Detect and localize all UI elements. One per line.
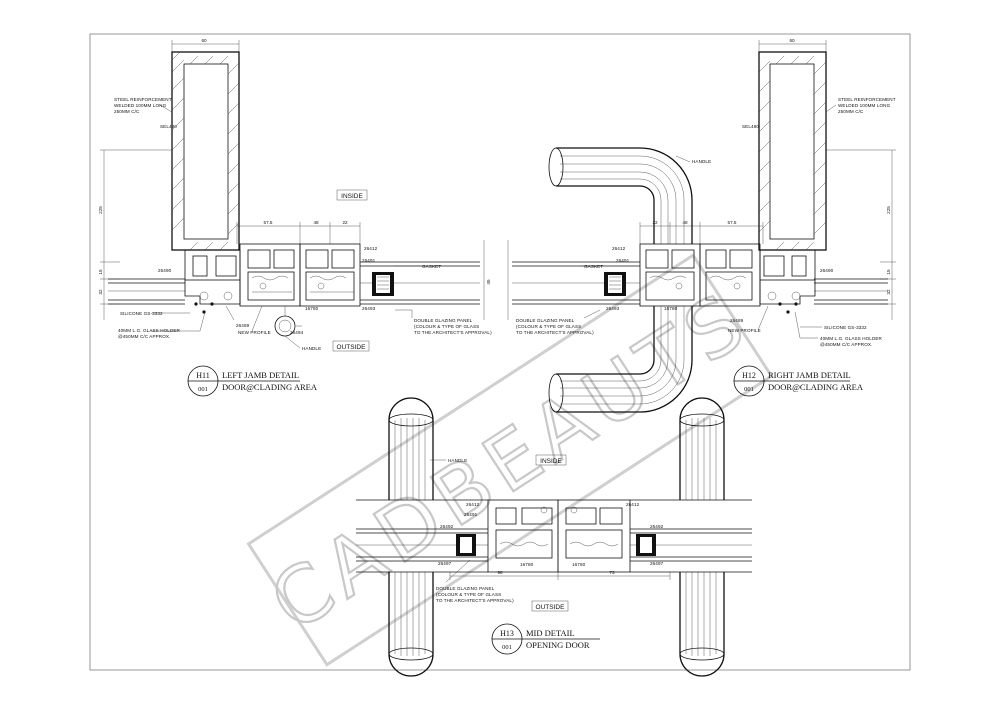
tag-outside-left: OUTSIDE <box>337 344 367 351</box>
tag-inside-left: INSIDE <box>341 193 363 200</box>
note-new-profile-left: NEW PROFILE <box>238 330 271 335</box>
note-dgp-right-1: DOUBLE GLAZING PANEL <box>516 318 575 323</box>
note-steel-right-3: 250MM C/C <box>838 109 864 114</box>
dim-top-left: 60 <box>201 38 207 43</box>
tag-outside-mid: OUTSIDE <box>536 604 566 611</box>
dim-73-mid: 73 <box>609 570 615 575</box>
dim-575-left: 57.5 <box>264 220 273 225</box>
bubble-h13-id: H13 <box>500 629 514 638</box>
dim-22-left: 22 <box>342 220 348 225</box>
bubble-h11-sheet: 001 <box>198 386 208 393</box>
code-mid-1: 26412 <box>466 502 480 507</box>
code-mid-3: 26492 <box>440 524 454 529</box>
code-right-6: 26493 <box>606 306 620 311</box>
note-handle-left: HANDLE <box>302 346 321 351</box>
note-steel-left-2: WELDED 100MM LONG <box>114 103 167 108</box>
code-right-3: 16780 <box>664 306 678 311</box>
note-handle-mid: HANDLE <box>448 458 467 463</box>
code-left-2: 26490 <box>158 268 172 273</box>
note-holder-left-2: @450MM C/C APPROX. <box>118 334 170 339</box>
dim-225-right: 225 <box>886 206 891 214</box>
code-left-7: 26491 <box>362 258 376 263</box>
dim-22-right: 22 <box>652 220 658 225</box>
code-mid-6: 16780 <box>572 562 586 567</box>
title-h12-line2: DOOR@CLADING AREA <box>768 382 864 392</box>
note-dgp-mid-1: DOUBLE GLAZING PANEL <box>436 586 495 591</box>
dim-32-left: 32 <box>98 289 103 295</box>
note-holder-right-1: 40MM L.G. GLASS HOLDER <box>820 336 883 341</box>
title-h13-line1: MID DETAIL <box>526 628 575 638</box>
title-h13-line2: OPENING DOOR <box>526 640 590 650</box>
title-h12-line1: RIGHT JAMB DETAIL <box>768 370 851 380</box>
dim-32-right: 32 <box>886 289 891 295</box>
note-dgp-right-3: TO THE ARCHITECT'S APPROVAL) <box>516 330 594 335</box>
bubble-h12-id: H12 <box>742 371 756 380</box>
bubble-h11-id: H11 <box>196 371 209 380</box>
title-h11-line1: LEFT JAMB DETAIL <box>222 370 299 380</box>
note-new-profile-right: NEW PROFILE <box>728 328 761 333</box>
dim-15-left: 15 <box>98 269 103 275</box>
dim-225-left: 225 <box>98 206 103 214</box>
dim-45-left: 45 <box>486 279 491 285</box>
handle-right <box>548 147 693 413</box>
note-steel-left-1: STEEL REINFORCEMENT <box>114 97 172 102</box>
note-dgp-left-1: DOUBLE GLAZING PANEL <box>414 318 473 323</box>
note-dgp-mid-2: (COLOUR & TYPE OF GLASS <box>436 592 501 597</box>
dim-98-mid: 98 <box>497 570 503 575</box>
dim-575-right: 57.5 <box>728 220 737 225</box>
mid-detail: 98 73 HANDLE DOUBLE GLAZING PANEL (COLOU… <box>356 397 752 677</box>
watermark-text: CADBEAUTS <box>256 274 767 649</box>
code-left-1: SEL480 <box>160 124 177 129</box>
code-mid-2: 26491 <box>464 512 478 517</box>
code-left-3: 16780 <box>305 306 319 311</box>
note-silicone-right: SILICONE GS-3332 <box>824 325 867 330</box>
code-mid-5: 16780 <box>520 562 534 567</box>
code-mid-4: 26497 <box>438 561 452 566</box>
left-jamb-detail: 60 225 15 32 <box>98 38 492 397</box>
tag-inside-mid: INSIDE <box>540 458 562 465</box>
note-dgp-left-3: TO THE ARCHITECT'S APPROVAL) <box>414 330 492 335</box>
code-right-7: 26489 <box>730 318 744 323</box>
note-steel-right-2: WELDED 100MM LONG <box>838 103 891 108</box>
code-right-5: 26491 <box>616 258 630 263</box>
note-holder-right-2: @450MM C/C APPROX. <box>820 342 872 347</box>
right-jamb-detail: 60 225 15 32 <box>507 38 896 413</box>
note-steel-left-3: 250MM C/C <box>114 109 140 114</box>
dim-48-left: 48 <box>313 220 319 225</box>
code-left-6: 26412 <box>364 246 378 251</box>
watermark: CADBEAUTS <box>246 253 774 667</box>
title-h11-line2: DOOR@CLADING AREA <box>222 382 318 392</box>
note-dgp-mid-3: TO THE ARCHITECT'S APPROVAL) <box>436 598 514 603</box>
dim-top-right: 60 <box>789 38 795 43</box>
bubble-h13-sheet: 001 <box>502 644 512 651</box>
code-mid-7: 26412 <box>626 502 640 507</box>
code-right-4: 26412 <box>612 246 626 251</box>
code-left-8: 26493 <box>362 306 376 311</box>
note-holder-left-1: 40MM L.G. GLASS HOLDER <box>118 328 181 333</box>
code-right-1: SEL480 <box>742 124 759 129</box>
sheet-border <box>89 33 911 671</box>
code-mid-8: 26492 <box>650 524 664 529</box>
handle-mid-left <box>388 397 434 677</box>
code-mid-9: 26497 <box>650 561 664 566</box>
code-left-4: 26489 <box>236 323 250 328</box>
bubble-h12-sheet: 001 <box>744 386 754 393</box>
code-right-2: 26490 <box>820 268 834 273</box>
note-silicone-left: SILICONE GS-3332 <box>120 311 163 316</box>
note-gasket-right: GASKET <box>584 264 603 269</box>
note-dgp-left-2: (COLOUR & TYPE OF GLASS <box>414 324 479 329</box>
handle-mid-right <box>679 397 725 677</box>
dim-15-right: 15 <box>886 269 891 275</box>
note-steel-right-1: STEEL REINFORCEMENT <box>838 97 896 102</box>
note-dgp-right-2: (COLOUR & TYPE OF GLASS <box>516 324 581 329</box>
code-left-5: 26494 <box>290 330 304 335</box>
dim-48-right: 48 <box>682 220 688 225</box>
note-gasket-left: GASKET <box>422 264 441 269</box>
note-handle-right: HANDLE <box>692 159 711 164</box>
